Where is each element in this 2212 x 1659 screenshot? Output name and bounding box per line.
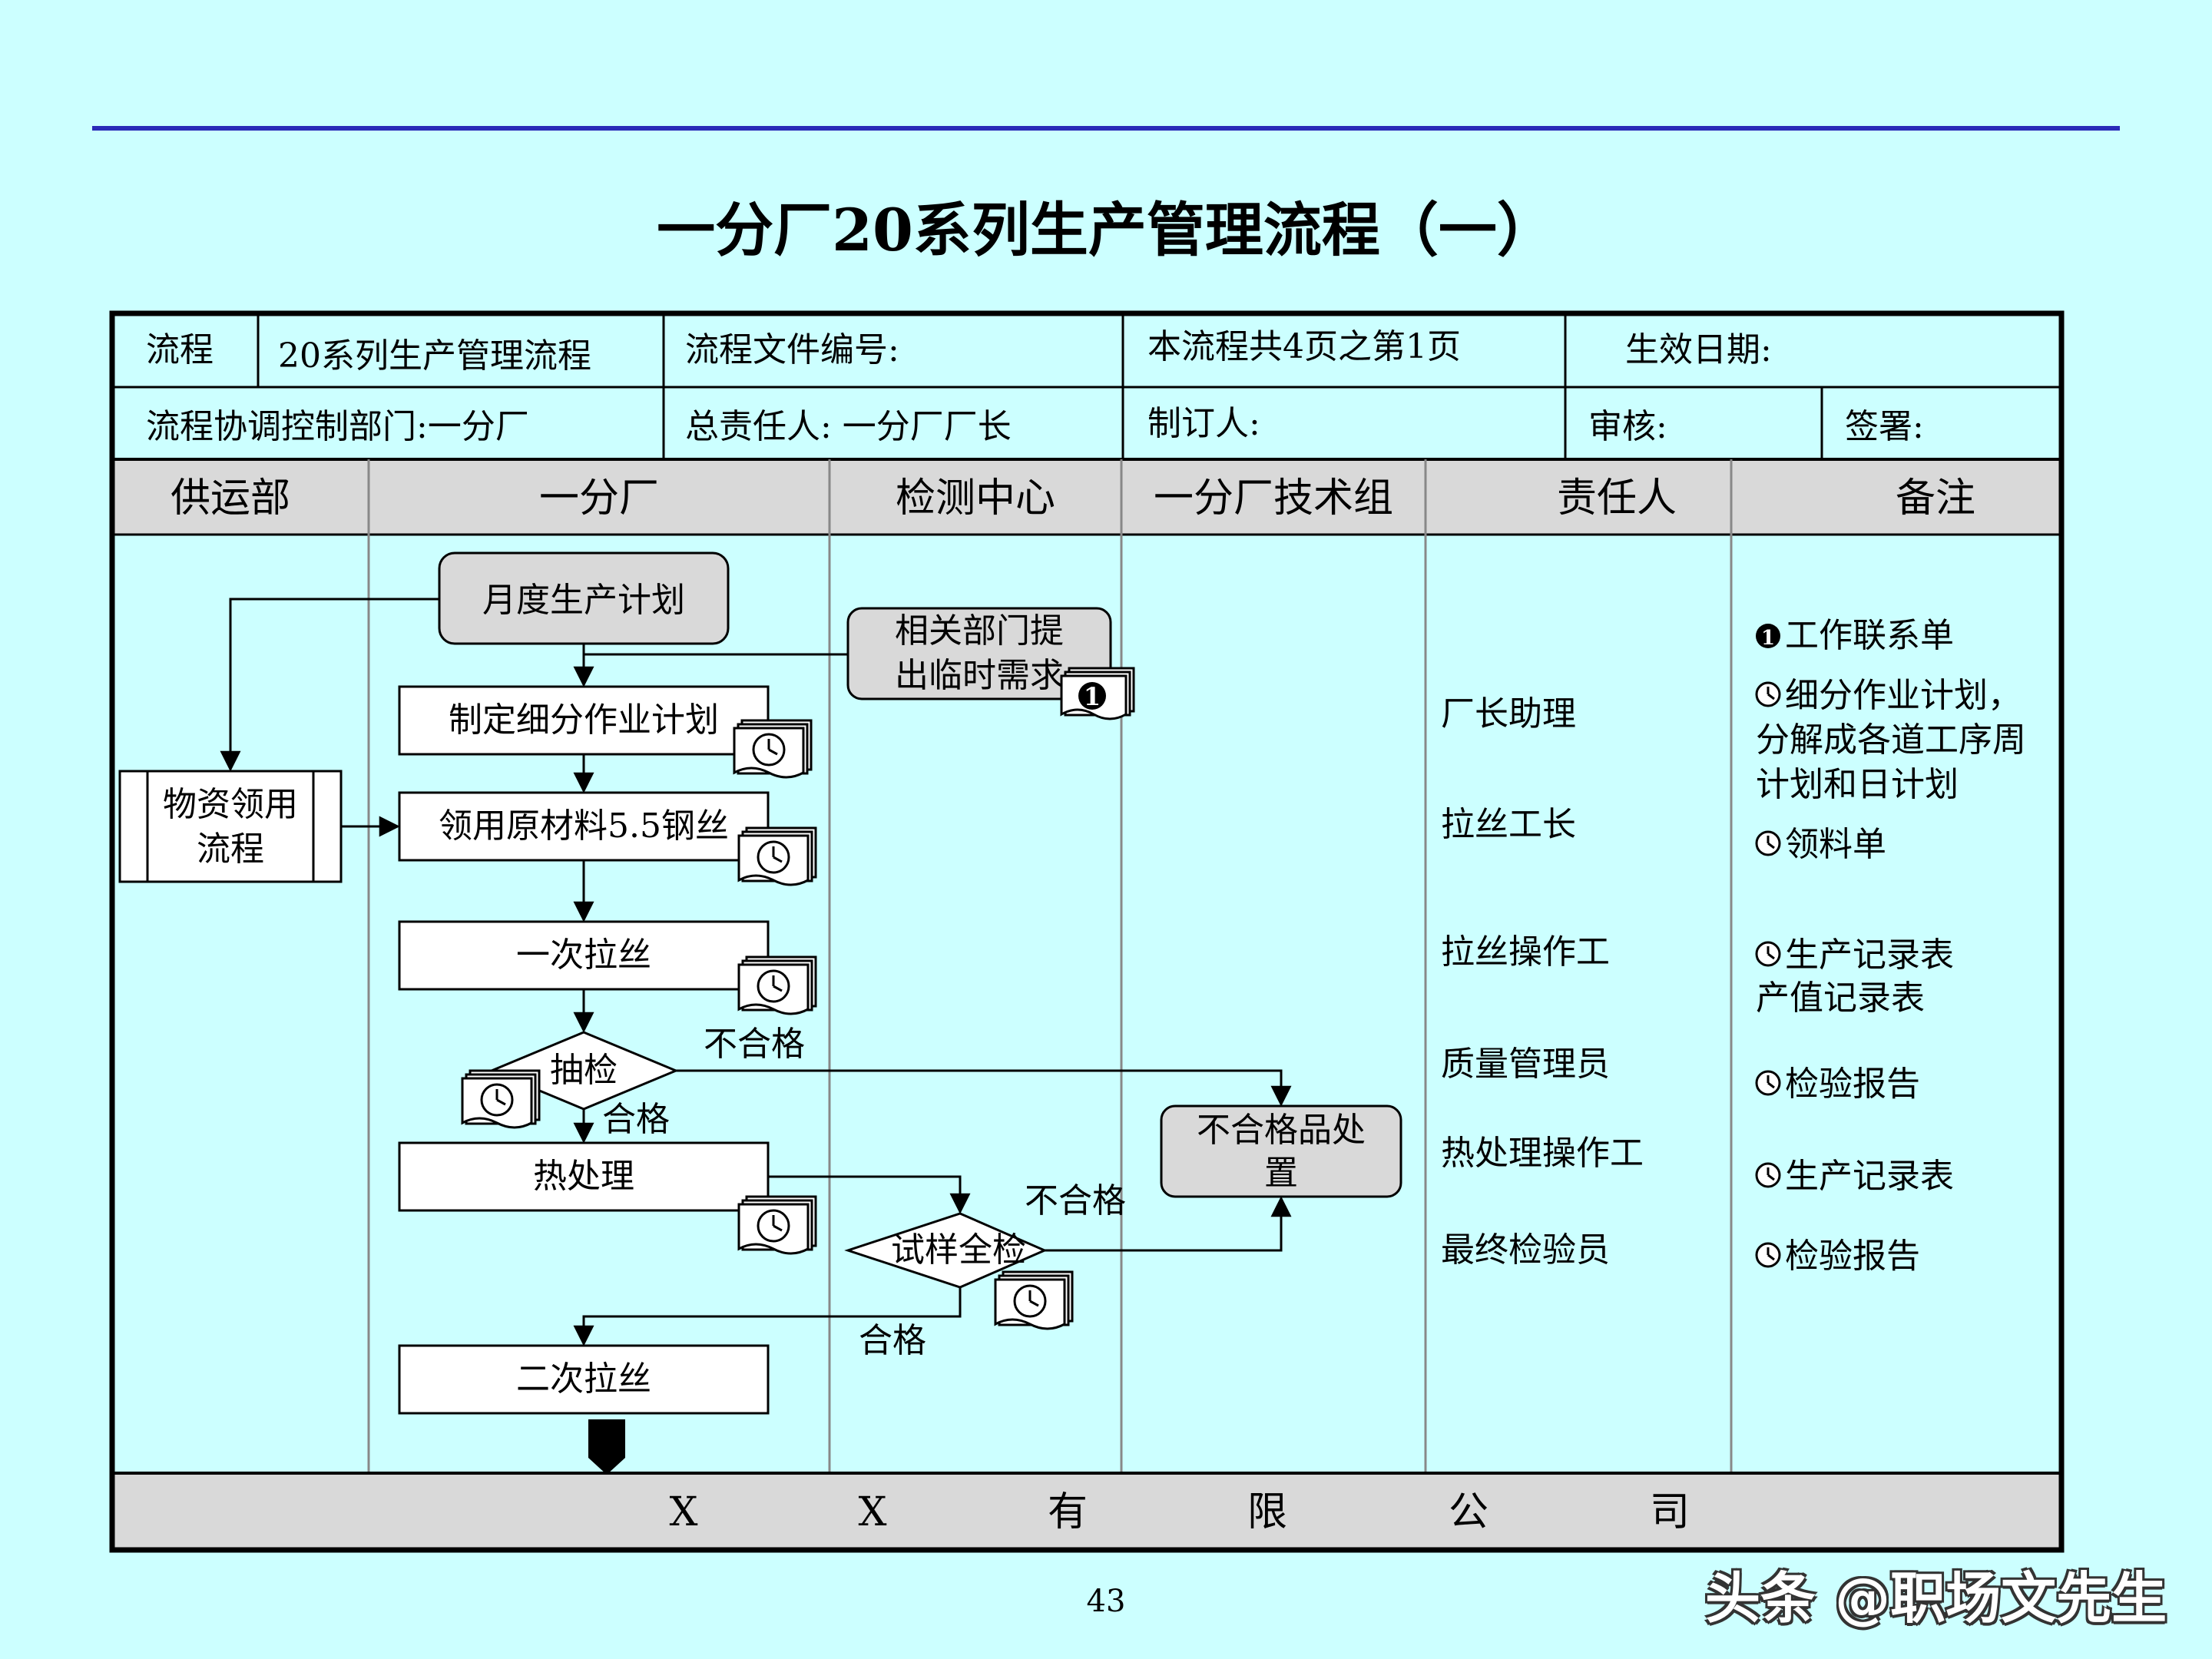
remark-2-line-3: 计划和日计划	[1756, 765, 1959, 804]
first-draw-doc-icon	[737, 955, 817, 1015]
header-control-dept: 流程协调控制部门:一分厂	[146, 407, 529, 446]
responsible-4: 质量管理员	[1441, 1045, 1610, 1084]
node-second-draw: 二次拉丝	[398, 1344, 770, 1415]
node-first-draw: 一次拉丝	[398, 920, 770, 991]
contact-sheet-doc-icon: 1	[1060, 667, 1135, 720]
svg-text:试样全检: 试样全检	[891, 1230, 1026, 1270]
lane-header-tech-group: 一分厂技术组	[1154, 475, 1393, 522]
footer-char-1: X	[669, 1489, 697, 1535]
svg-text:领用原材料5.5钢丝: 领用原材料5.5钢丝	[439, 806, 729, 846]
node-detail-plan: 制定细分作业计划	[398, 685, 770, 756]
footer-char-3: 有	[1048, 1489, 1088, 1535]
lane-header-remarks: 备注	[1896, 475, 1975, 522]
svg-text:置: 置	[1264, 1154, 1298, 1193]
footer-char-2: X	[858, 1489, 886, 1535]
remark-clock-icon	[1755, 1162, 1781, 1188]
svg-text:制定细分作业计划: 制定细分作业计划	[449, 700, 719, 740]
svg-text:相关部门提: 相关部门提	[895, 611, 1064, 651]
remark-marker-1-icon	[1756, 624, 1780, 648]
node-heat-treat: 热处理	[398, 1141, 770, 1212]
remark-6: 生产记录表	[1785, 1157, 1954, 1196]
header-file-number: 流程文件编号:	[685, 330, 899, 369]
detail-plan-doc-icon	[733, 719, 813, 779]
remark-clock-icon	[1755, 941, 1781, 967]
header-process-label: 流程	[146, 330, 214, 369]
page-title: 一分厂20系列生产管理流程（一）	[657, 196, 1555, 264]
remark-clock-icon	[1755, 681, 1781, 707]
remark-3: 领料单	[1785, 825, 1886, 864]
remark-5: 检验报告	[1785, 1065, 1920, 1104]
edge-label-fail-1: 不合格	[704, 1025, 805, 1064]
remark-4-line-2: 产值记录表	[1756, 979, 1925, 1018]
heat-treat-doc-icon	[737, 1195, 817, 1255]
header-page-count: 本流程共4页之第1页	[1147, 327, 1461, 366]
node-temp-demand: 相关部门提 出临时需求	[846, 607, 1112, 700]
lane-header-branch-factory: 一分厂	[539, 475, 659, 522]
svg-text:热处理: 热处理	[533, 1157, 634, 1196]
remark-2-line-1: 细分作业计划，	[1785, 676, 2022, 715]
footer-char-6: 司	[1650, 1489, 1690, 1535]
svg-text:流程: 流程	[197, 830, 264, 869]
node-material-process: 物资领用 流程	[118, 770, 343, 883]
svg-text:物资领用: 物资领用	[163, 785, 298, 824]
remark-4-line-1: 生产记录表	[1785, 935, 1954, 975]
sample-check-doc-icon	[461, 1069, 541, 1129]
svg-text:抽检: 抽检	[550, 1051, 618, 1090]
off-page-connector	[588, 1419, 625, 1475]
lane-header-responsible: 责任人	[1557, 475, 1677, 522]
full-check-doc-icon	[994, 1270, 1074, 1330]
responsible-5: 热处理操作工	[1441, 1134, 1644, 1173]
remark-clock-icon	[1755, 1242, 1781, 1268]
svg-text:一次拉丝: 一次拉丝	[516, 935, 651, 975]
responsible-3: 拉丝操作工	[1441, 932, 1610, 972]
svg-text:二次拉丝: 二次拉丝	[516, 1359, 651, 1399]
page-number: 43	[1086, 1584, 1126, 1619]
header-author: 制订人:	[1147, 404, 1260, 443]
flow-connectors	[220, 598, 1292, 1346]
responsible-6: 最终检验员	[1441, 1230, 1610, 1270]
edge-label-pass-1: 合格	[602, 1100, 670, 1139]
responsible-2: 拉丝工长	[1441, 805, 1576, 844]
remark-2-line-2: 分解成各道工序周	[1756, 720, 2026, 760]
header-review: 审核:	[1588, 407, 1667, 446]
node-full-check: 试样全检	[844, 1212, 1048, 1289]
remark-marker-1-number: 1	[1761, 627, 1775, 650]
node-nonconforming-handling: 不合格品处 置	[1160, 1104, 1402, 1198]
svg-text:月度生产计划: 月度生产计划	[482, 581, 685, 620]
edge-label-pass-2: 合格	[859, 1321, 926, 1360]
header-owner: 总责任人: 一分厂厂长	[685, 407, 1012, 446]
get-material-doc-icon	[737, 826, 817, 886]
svg-text:出临时需求: 出临时需求	[895, 656, 1064, 695]
responsible-1: 厂长助理	[1441, 694, 1576, 733]
column-header-band	[112, 459, 2061, 535]
footer-char-5: 公	[1449, 1489, 1488, 1535]
svg-text:不合格品处: 不合格品处	[1197, 1111, 1366, 1150]
remark-clock-icon	[1755, 1070, 1781, 1096]
watermark: 头条 @职场文先生	[1705, 1566, 2167, 1631]
lane-header-supply: 供运部	[171, 475, 290, 522]
lane-header-inspection-center: 检测中心	[896, 475, 1055, 522]
footer-band	[112, 1473, 2061, 1550]
header-effective-date: 生效日期:	[1625, 330, 1772, 369]
node-monthly-plan: 月度生产计划	[438, 551, 730, 645]
svg-text:1: 1	[1084, 682, 1101, 711]
remark-clock-icon	[1755, 830, 1781, 856]
node-get-material: 领用原材料5.5钢丝	[398, 791, 770, 862]
top-rule	[92, 126, 2120, 131]
remark-7: 检验报告	[1785, 1237, 1920, 1276]
remark-1: 工作联系单	[1785, 616, 1954, 655]
header-sign: 签署:	[1845, 407, 1924, 446]
header-process-name: 20系列生产管理流程	[278, 336, 591, 376]
edge-label-fail-2: 不合格	[1025, 1181, 1126, 1220]
footer-char-4: 限	[1247, 1489, 1287, 1535]
